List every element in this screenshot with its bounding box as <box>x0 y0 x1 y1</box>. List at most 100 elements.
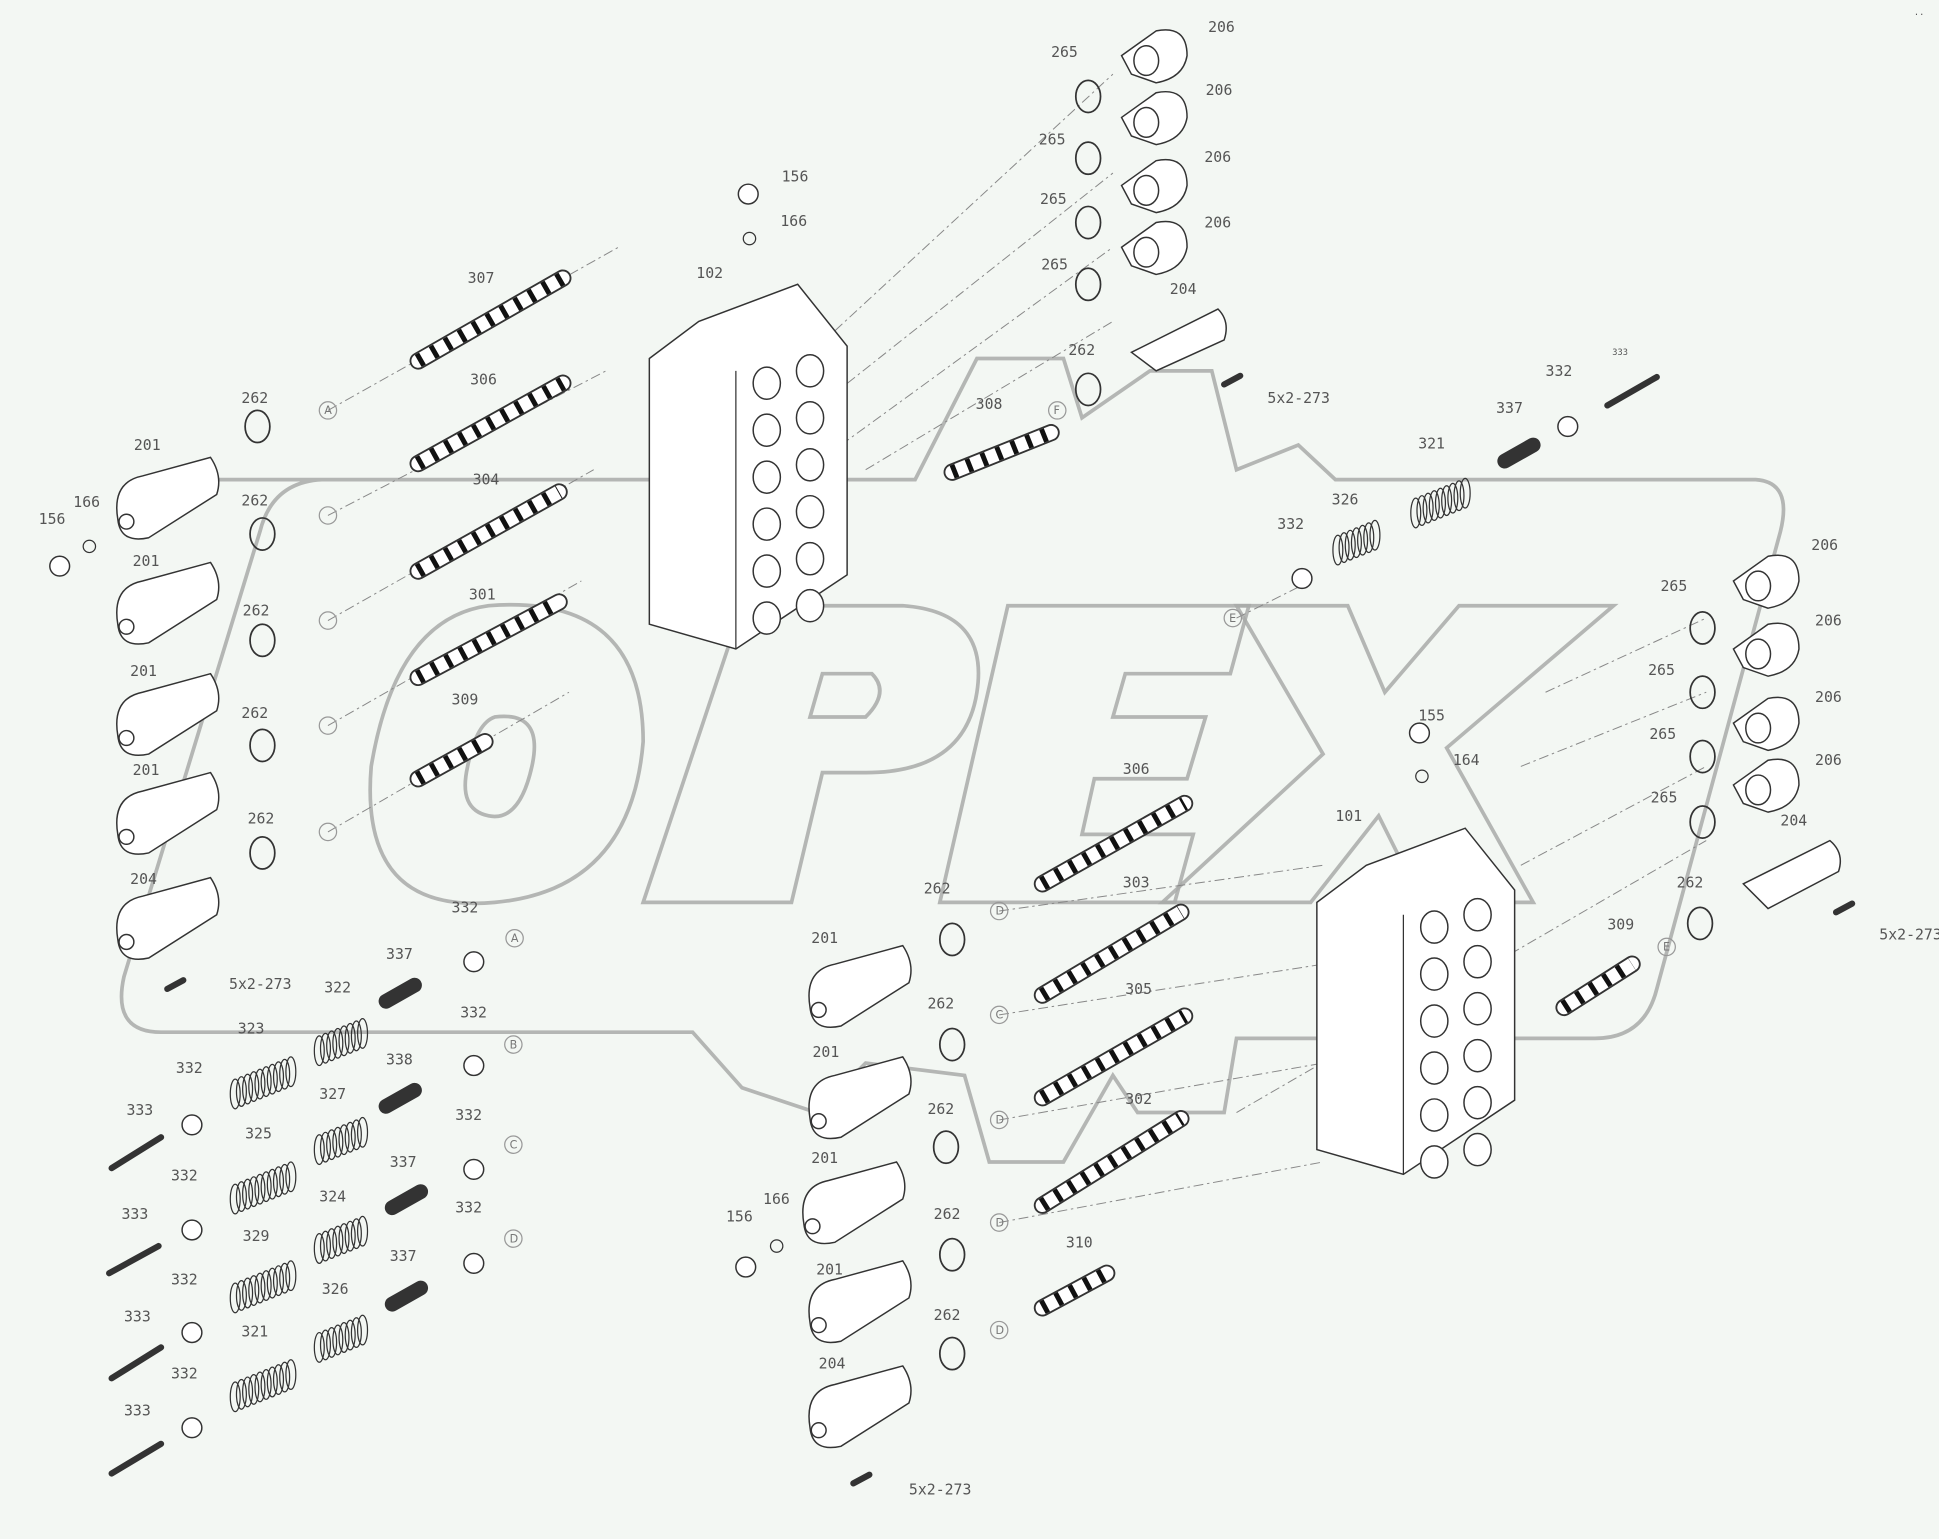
callout-letter: A <box>511 932 519 945</box>
o-ring <box>1689 675 1716 710</box>
o-ring <box>1689 739 1716 774</box>
part-label: 265 <box>1649 726 1676 743</box>
spring <box>229 1056 297 1110</box>
spool <box>1033 903 1190 1004</box>
callout-letter: D <box>995 1324 1004 1337</box>
part-label: 201 <box>130 663 157 680</box>
plug <box>49 555 71 577</box>
callout-letter: D <box>510 1232 519 1245</box>
assembly-line <box>791 73 1114 372</box>
part-label: 204 <box>819 1355 846 1372</box>
o-ring <box>1689 611 1716 645</box>
part-label: 201 <box>134 437 161 454</box>
part-label: 156 <box>782 169 809 186</box>
spring <box>229 1359 297 1413</box>
parts <box>49 29 1856 1487</box>
part-label: 166 <box>780 213 807 230</box>
callout-letter: E <box>1229 612 1236 625</box>
stopper <box>378 977 422 1009</box>
pilot-cap <box>808 944 912 1028</box>
part-label: 262 <box>243 603 270 620</box>
callout-marker: F <box>1047 401 1067 420</box>
spring-seat <box>1291 567 1313 590</box>
part-label: 337 <box>1496 400 1523 417</box>
part-label: 166 <box>73 494 100 511</box>
spool <box>409 374 572 473</box>
part-label: 309 <box>452 692 479 709</box>
plug <box>735 1256 757 1278</box>
spring-seat <box>463 951 485 973</box>
part-label: 262 <box>241 493 268 510</box>
assembly-line <box>999 963 1324 1016</box>
callout-letter: E <box>1663 941 1670 954</box>
spring-seat <box>181 1114 203 1136</box>
spring <box>1410 477 1471 529</box>
part-label: 206 <box>1204 214 1231 231</box>
part-label: 262 <box>241 390 268 407</box>
o-ring <box>1074 141 1102 176</box>
callout-marker: A <box>318 401 338 420</box>
corner-mark: .. <box>1914 8 1924 18</box>
spring-seat <box>463 1158 485 1181</box>
callout-marker <box>318 822 338 842</box>
part-label: 332 <box>460 1004 487 1021</box>
bolt <box>850 1471 873 1487</box>
part-label: 262 <box>934 1307 961 1324</box>
part-label: 206 <box>1815 752 1842 769</box>
callout-letter: D <box>995 1114 1004 1127</box>
o-ring <box>938 1237 966 1272</box>
part-label: 5x2-273 <box>1267 390 1330 407</box>
part-label: 5x2-273 <box>909 1481 972 1498</box>
part-label: 338 <box>386 1051 413 1068</box>
end-cover <box>1130 308 1227 372</box>
part-label: 206 <box>1815 612 1842 629</box>
spool <box>409 483 568 580</box>
o-ring <box>1074 267 1102 302</box>
part-label: 206 <box>1811 537 1838 554</box>
part-label: 332 <box>171 1168 198 1185</box>
o-ring <box>1074 372 1102 407</box>
bolt <box>106 1242 162 1277</box>
assembly-line <box>1520 765 1707 866</box>
part-label: 265 <box>1661 578 1688 595</box>
part-label: 262 <box>248 810 275 827</box>
part-label: 325 <box>245 1125 272 1142</box>
part-label: 201 <box>813 1044 840 1061</box>
part-label: 329 <box>243 1228 270 1245</box>
callout-letter: C <box>995 1009 1003 1022</box>
part-label: 333 <box>1612 348 1628 358</box>
part-label: 306 <box>470 371 497 388</box>
pilot-cap <box>808 1260 912 1344</box>
flange-cover <box>1732 622 1800 677</box>
part-label: 333 <box>126 1102 153 1119</box>
o-ring <box>1689 805 1716 839</box>
callout-letter: D <box>995 905 1004 918</box>
part-label: 265 <box>1051 44 1078 61</box>
pilot-cap <box>116 561 220 645</box>
spring-seat <box>1557 415 1579 438</box>
pilot-cap <box>116 771 220 855</box>
o-ring <box>938 1027 966 1062</box>
part-label: 102 <box>696 265 723 282</box>
spring <box>313 1314 369 1363</box>
part-label: 201 <box>133 762 160 779</box>
o-ring <box>1686 906 1714 941</box>
part-label: 164 <box>1453 752 1480 769</box>
part-label: 265 <box>1039 132 1066 149</box>
part-label: 265 <box>1648 662 1675 679</box>
part-label: 333 <box>122 1206 149 1223</box>
plug <box>1408 722 1431 744</box>
part-label: 265 <box>1041 256 1068 273</box>
spool <box>1033 1110 1190 1214</box>
spool <box>1033 1264 1116 1317</box>
part-label: 308 <box>976 396 1003 413</box>
part-label: 310 <box>1066 1234 1093 1251</box>
spool <box>943 423 1060 481</box>
part-label: 204 <box>1780 813 1807 830</box>
part-label: 101 <box>1335 808 1362 825</box>
spool <box>1555 955 1641 1017</box>
pilot-cap <box>808 1056 912 1140</box>
